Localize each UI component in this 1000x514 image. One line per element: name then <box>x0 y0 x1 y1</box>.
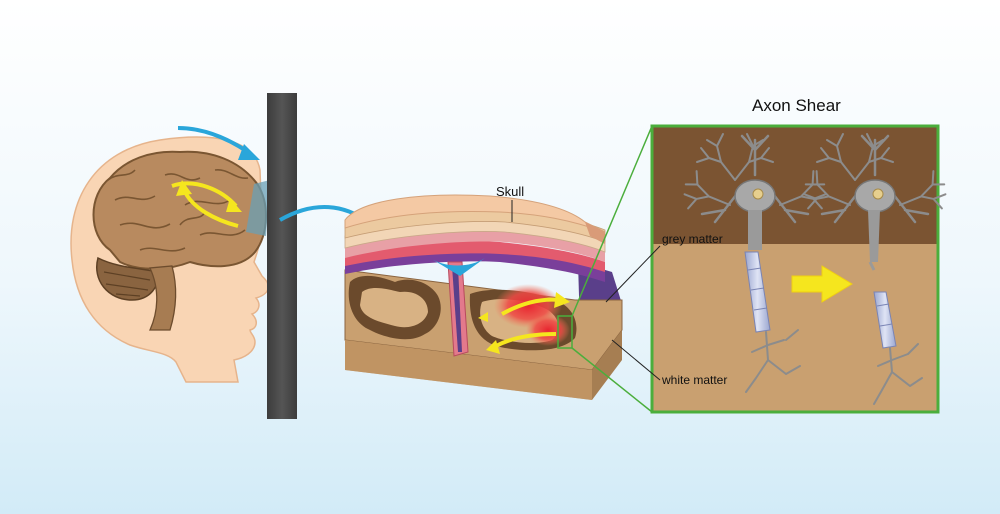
cross-section <box>344 194 623 400</box>
shear-direction-arrow <box>791 265 853 303</box>
grey-matter-label: grey matter <box>662 232 723 246</box>
diagram-title: Axon Shear <box>752 96 841 115</box>
neuron-intact <box>673 133 837 393</box>
head-illustration <box>70 136 270 383</box>
axon-panel <box>650 124 957 414</box>
white-matter-label: white matter <box>662 373 728 387</box>
neuron-sheared <box>793 133 957 405</box>
brain-stem <box>149 265 177 331</box>
wall <box>267 93 297 419</box>
zoom-highlight <box>557 315 573 349</box>
skull-label: Skull <box>496 184 525 199</box>
